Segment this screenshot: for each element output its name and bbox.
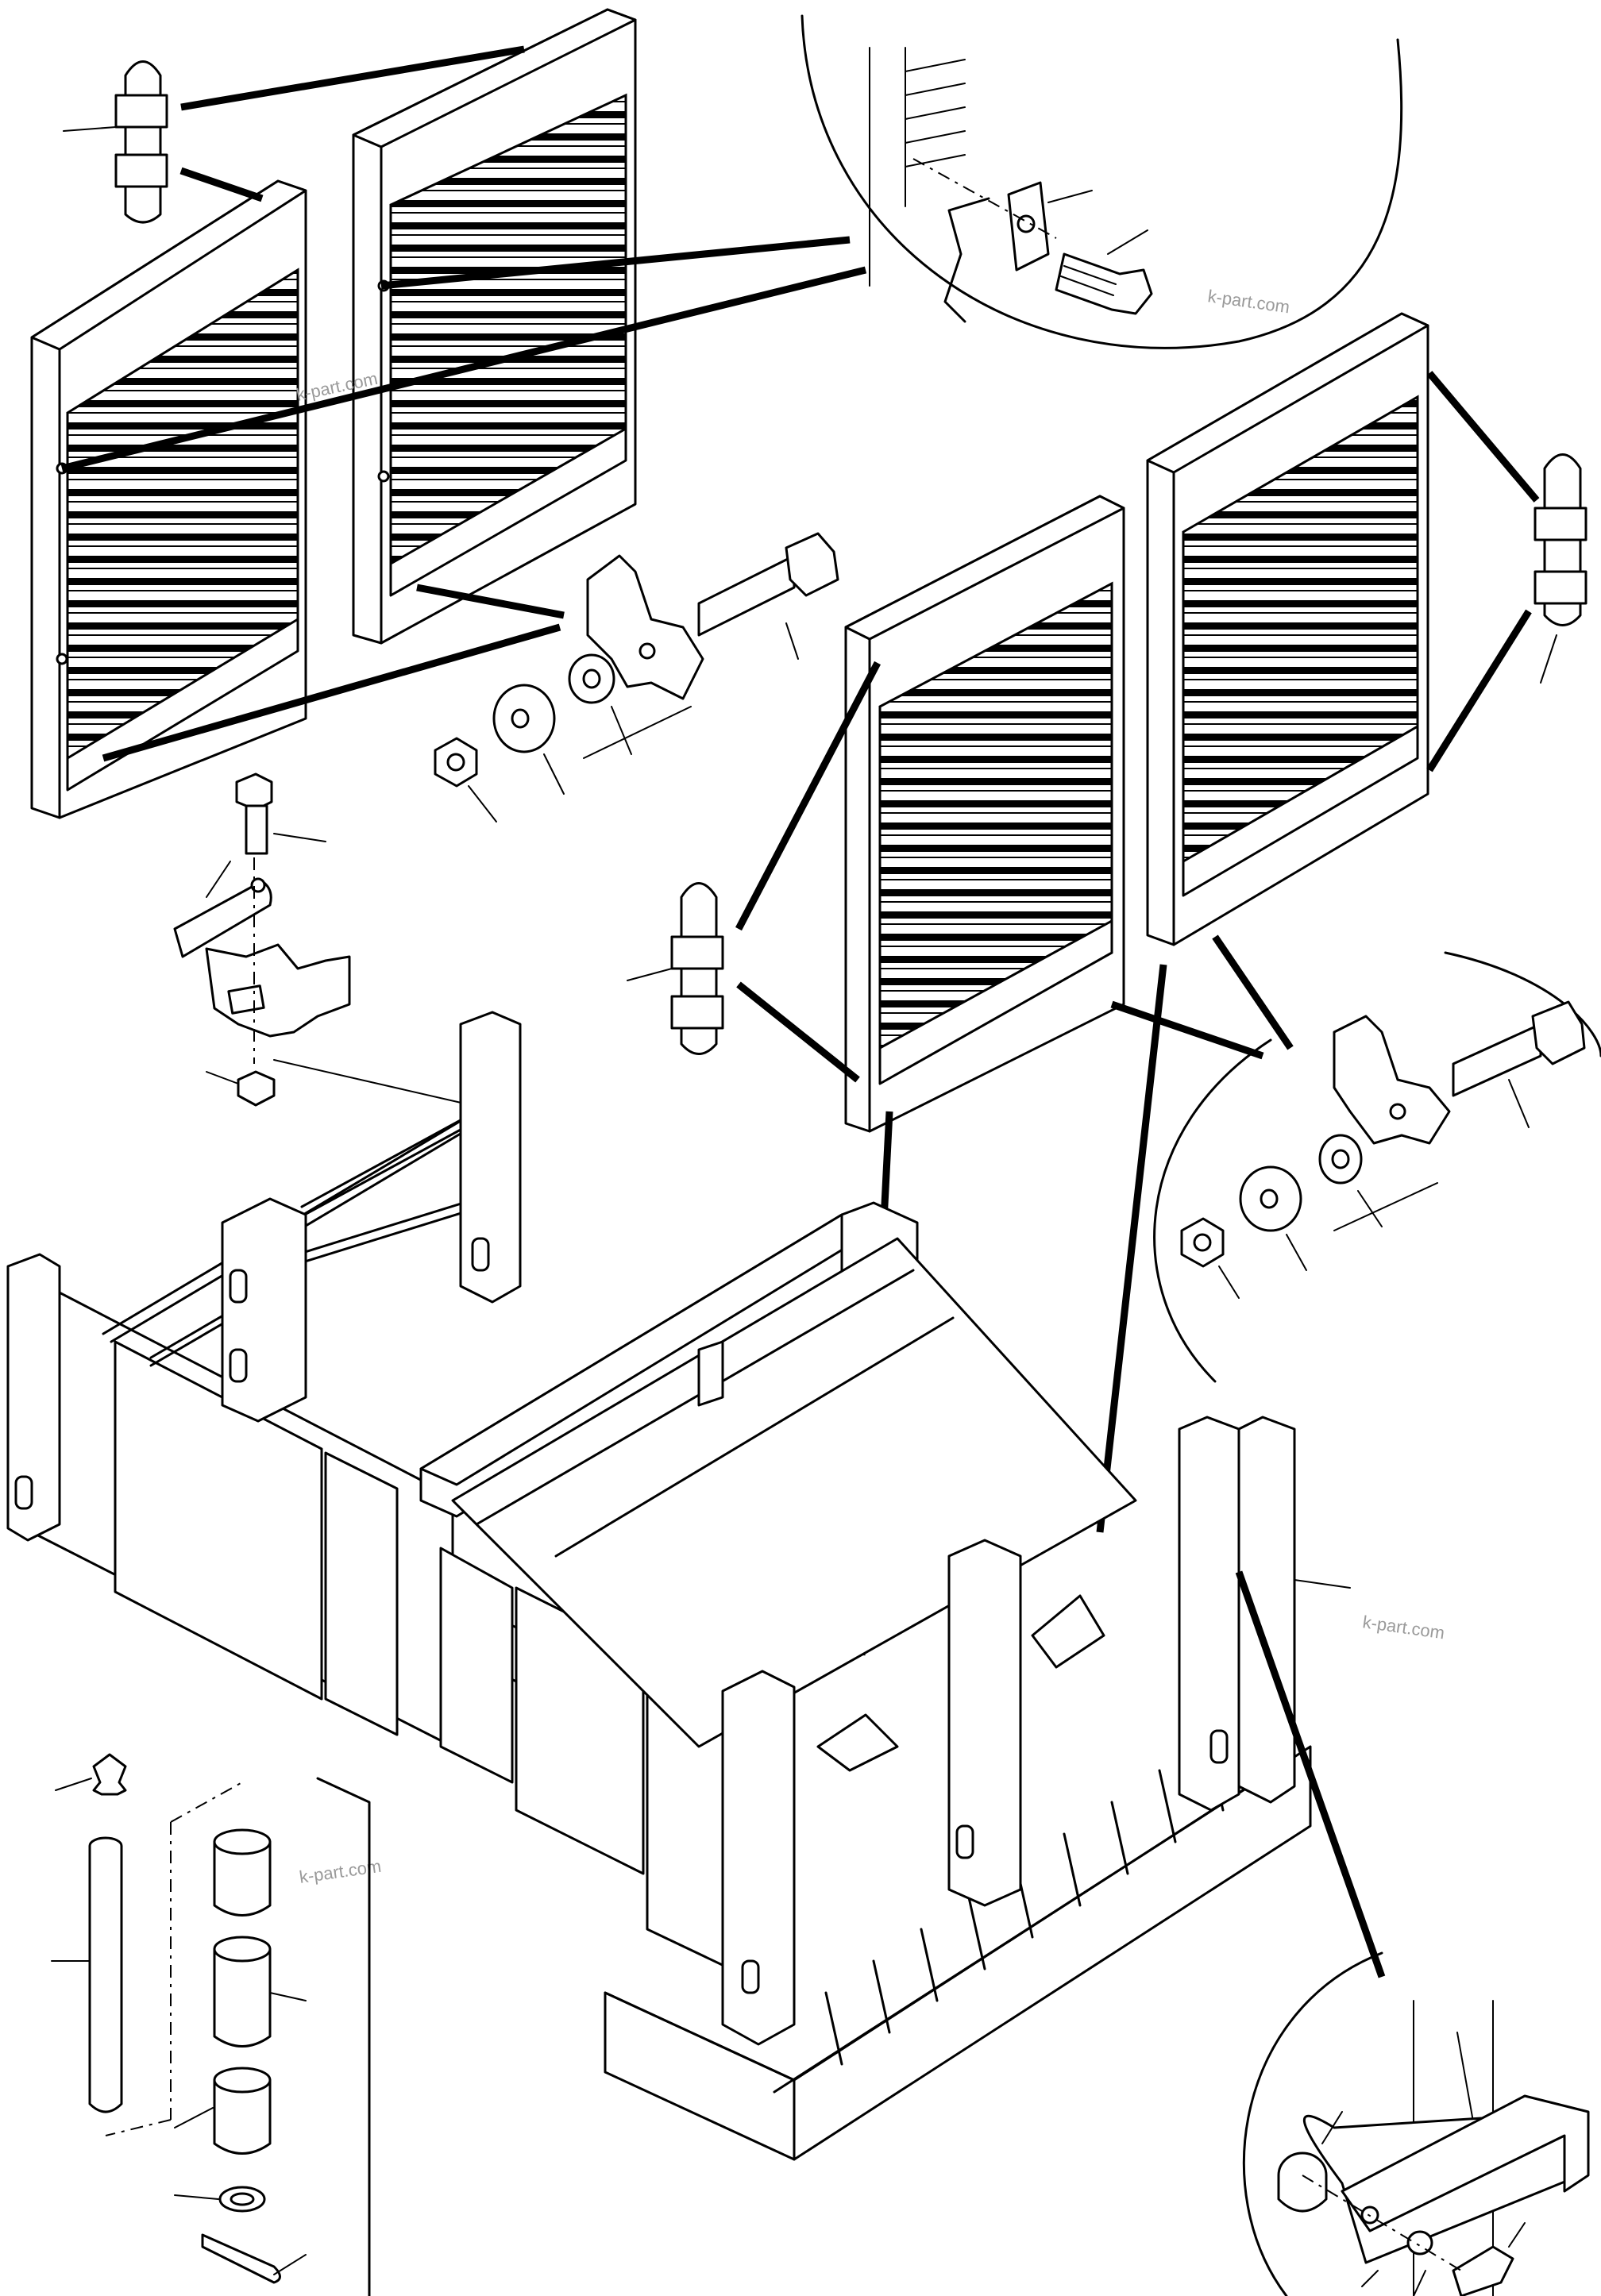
hinge-pin-center [627, 661, 881, 1083]
hinge-pin-upper [63, 45, 525, 224]
rod-and-bolt [173, 772, 465, 1107]
watermark-1: k-part.com [1206, 286, 1290, 317]
louver-door-upper-left [30, 179, 307, 819]
louver-door-lower-left [844, 495, 1125, 1133]
detail-hinge-bolt: k-part.com [800, 14, 1403, 349]
machine-frame [6, 1011, 1351, 2161]
watermark-3: k-part.com [1361, 1612, 1445, 1643]
louver-door-lower-right [1146, 312, 1429, 946]
detail-fastener-right [1153, 951, 1601, 1383]
detail-stay-bracket [1235, 1570, 1590, 2296]
hinge-shaft-parts [51, 1753, 371, 2296]
fastener-set-left [434, 532, 839, 822]
hinge-pin-right [1426, 371, 1587, 772]
louver-door-upper-right [352, 8, 637, 645]
